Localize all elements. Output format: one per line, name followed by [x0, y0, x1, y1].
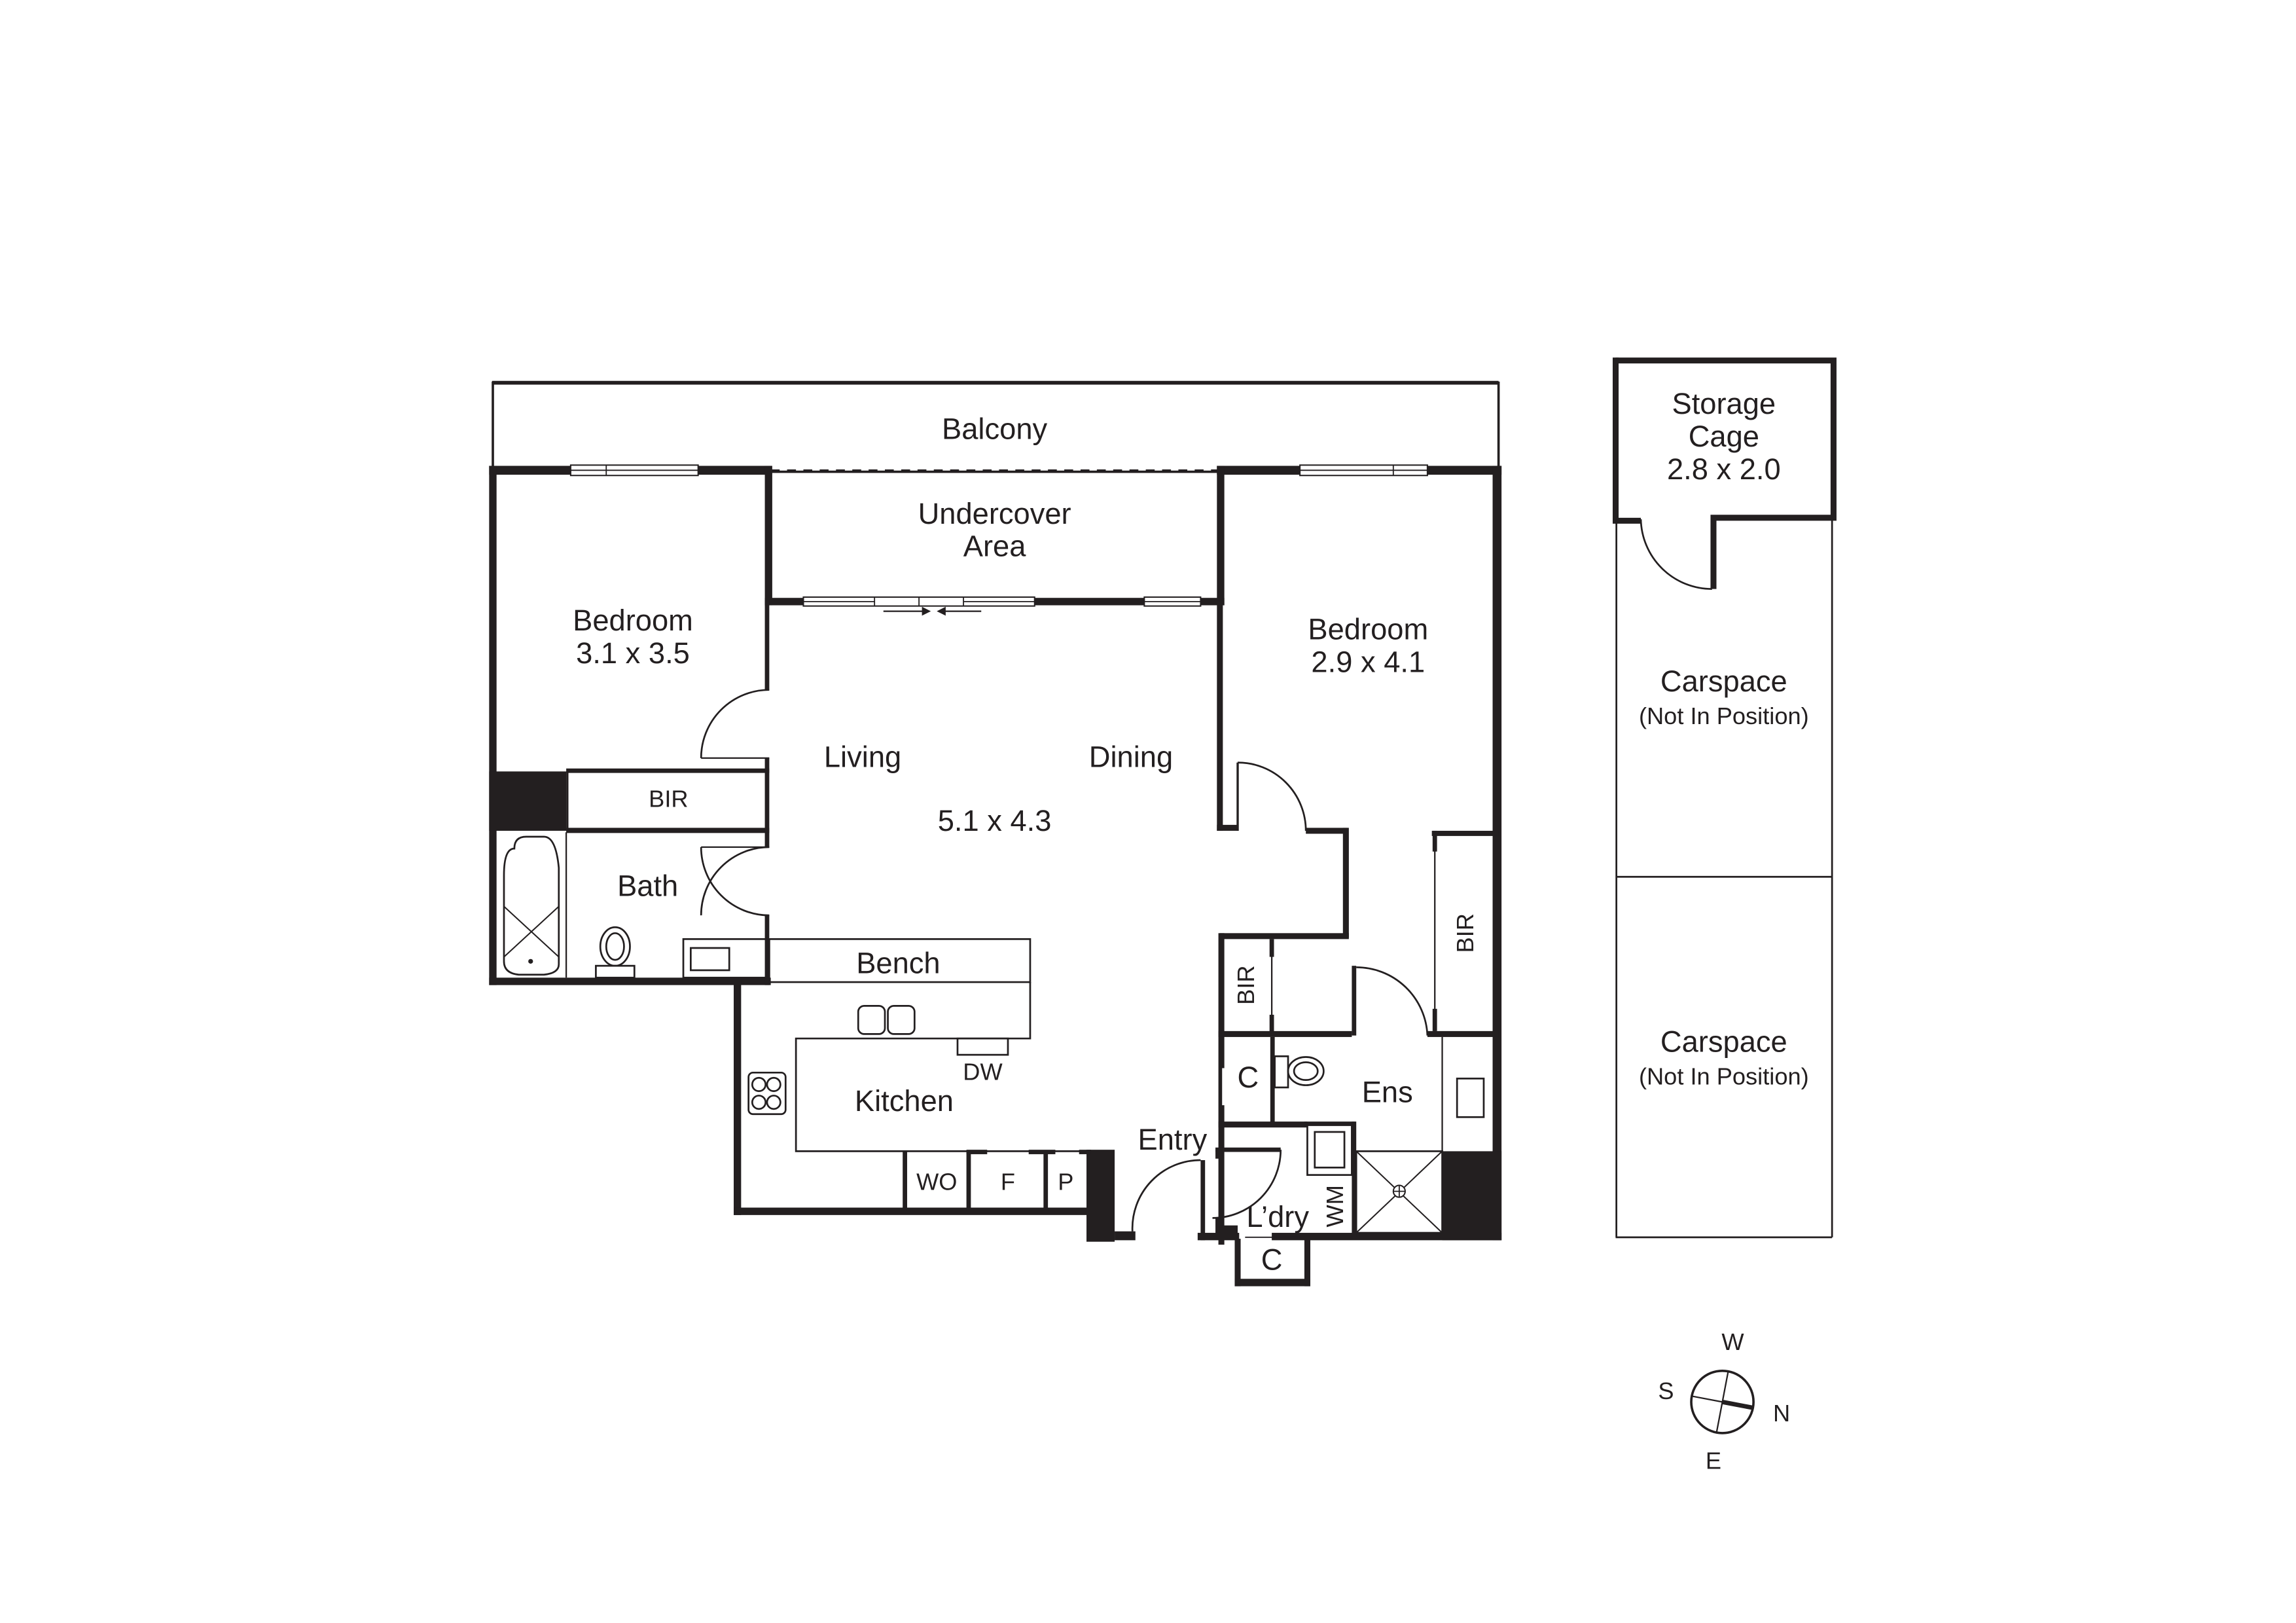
entry-label: Entry [1138, 1123, 1208, 1156]
living-label: Living [824, 740, 901, 774]
carspace1-note: (Not In Position) [1639, 702, 1809, 729]
compass-north-label: N [1773, 1400, 1790, 1427]
cupboard-entry-label: C [1261, 1243, 1283, 1277]
washing-machine-icon [1306, 1123, 1353, 1176]
balcony-label: Balcony [942, 412, 1047, 446]
bath-label: Bath [617, 869, 678, 903]
kitchen-label: Kitchen [855, 1084, 954, 1118]
carspaces [1615, 519, 1833, 1239]
kitchen-cupboards [903, 1150, 1091, 1211]
compass-icon [1690, 1369, 1755, 1434]
fixtures [503, 832, 1485, 1234]
room-labels: Balcony Undercover Area Bedroom 3.1 x 3.… [573, 387, 1809, 1474]
storage-dims: 2.8 x 2.0 [1667, 452, 1781, 486]
carspace2-note: (Not In Position) [1639, 1063, 1809, 1089]
exterior-walls [489, 464, 1502, 1241]
compass-south-label: S [1658, 1377, 1674, 1404]
kitchen-bench [768, 938, 1090, 1152]
bench-label: Bench [856, 946, 940, 979]
balcony [492, 380, 1500, 473]
interior-walls [566, 600, 1499, 1286]
cupboard-ensuite-label: C [1238, 1061, 1259, 1094]
bir-bedroom1-label: BIR [649, 786, 688, 812]
undercover-label-line2: Area [963, 530, 1026, 563]
undercover-label-line1: Undercover [918, 497, 1071, 530]
bathtub-icon [503, 832, 567, 978]
storage-label-line2: Cage [1689, 420, 1759, 453]
living-dims: 5.1 x 4.3 [938, 804, 1052, 837]
sliding-door-arrows-icon [883, 606, 982, 616]
storage-label-line1: Storage [1672, 387, 1776, 420]
toilet-icon [595, 926, 636, 979]
ensuite-vanity-icon [1441, 1036, 1485, 1152]
carspace1-label: Carspace [1660, 665, 1787, 698]
washing-machine-label: WM [1321, 1185, 1348, 1227]
vanity-icon [682, 938, 768, 979]
sink-icon [857, 1004, 916, 1035]
dining-label: Dining [1089, 740, 1173, 774]
bedroom1-dims: 3.1 x 3.5 [576, 636, 690, 670]
wall-oven-label: WO [916, 1168, 957, 1195]
bedroom1-label: Bedroom [573, 604, 693, 637]
ensuite-toilet-icon [1274, 1055, 1325, 1089]
ensuite-label: Ens [1362, 1076, 1413, 1109]
bir-bedroom2-label: BIR [1452, 913, 1479, 953]
compass-east-label: E [1706, 1447, 1721, 1474]
shower-icon [1355, 1150, 1443, 1234]
cooktop-icon [747, 1071, 787, 1116]
fridge-label: F [1001, 1168, 1015, 1195]
carspace2-label: Carspace [1660, 1025, 1787, 1059]
laundry-label: L’dry [1246, 1200, 1309, 1233]
bir-hall-label: BIR [1232, 965, 1259, 1004]
pantry-label: P [1058, 1168, 1073, 1195]
bedroom2-dims: 2.9 x 4.1 [1311, 645, 1425, 678]
compass-west-label: W [1721, 1328, 1744, 1355]
dishwasher-label: DW [963, 1059, 1003, 1085]
bedroom2-label: Bedroom [1308, 613, 1428, 646]
